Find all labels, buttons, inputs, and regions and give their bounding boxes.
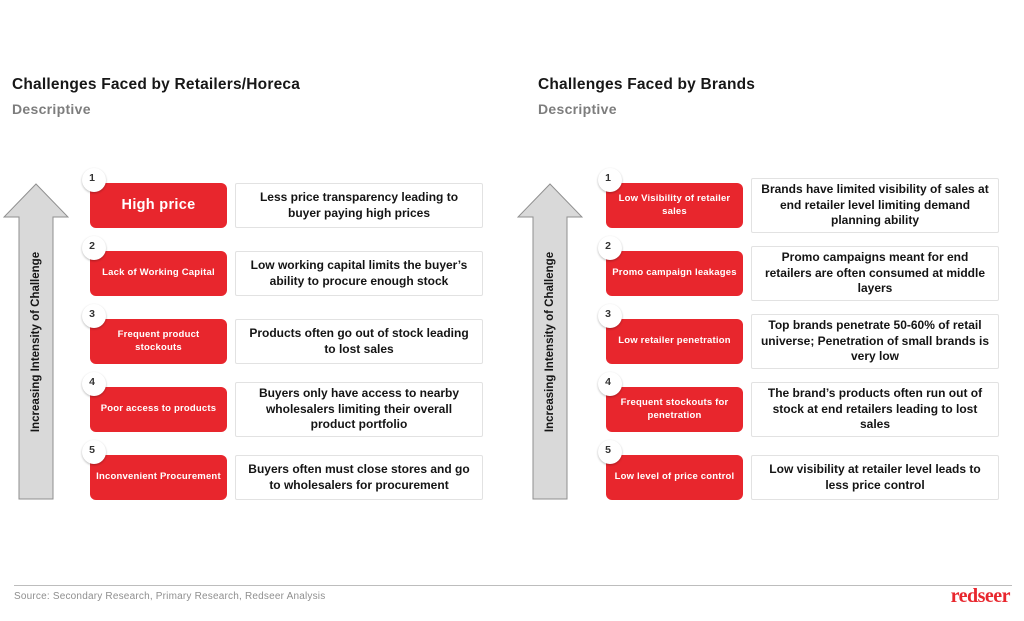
challenge-number-badge: 3 — [598, 304, 622, 328]
footer-divider — [14, 585, 1012, 586]
challenge-row: 4 Poor access to products Buyers only ha… — [82, 372, 490, 437]
panel-subtitle: Descriptive — [12, 100, 91, 117]
challenge-number-badge: 5 — [598, 440, 622, 464]
challenge-label: Promo campaign leakages — [612, 267, 737, 279]
challenge-row: 1 Low Visibility of retailer sales Brand… — [598, 168, 1006, 233]
redseer-logo: redseer — [950, 585, 1011, 607]
challenge-description-text: Promo campaigns meant for end retailers … — [764, 250, 986, 296]
challenge-box: 2 Lack of Working Capital — [82, 236, 227, 296]
challenge-label: Inconvenient Procurement — [96, 471, 221, 483]
challenge-number-badge: 4 — [82, 372, 106, 396]
challenge-description-box: Buyers often must close stores and go to… — [235, 455, 483, 500]
challenge-description-box: Buyers only have access to nearby wholes… — [235, 382, 483, 437]
challenge-row: 5 Inconvenient Procurement Buyers often … — [82, 440, 490, 500]
challenge-description-text: Buyers only have access to nearby wholes… — [258, 386, 460, 432]
panel-title: Challenges Faced by Retailers/Horeca — [12, 76, 301, 94]
challenge-panel: Challenges Faced by Retailers/Horeca Des… — [0, 0, 512, 560]
panel-title: Challenges Faced by Brands — [538, 76, 756, 94]
challenge-number-badge: 3 — [82, 304, 106, 328]
challenge-box: 4 Frequent stockouts for penetration — [598, 372, 743, 432]
challenge-label: Low level of price control — [614, 471, 735, 483]
challenge-box: 5 Inconvenient Procurement — [82, 440, 227, 500]
up-arrow-icon — [3, 183, 69, 500]
challenge-row: 1 High price Less price transparency lea… — [82, 168, 490, 228]
challenge-label: Lack of Working Capital — [102, 267, 215, 279]
up-arrow-icon — [517, 183, 583, 500]
challenge-number: 3 — [89, 308, 95, 320]
challenge-label: Frequent product stockouts — [117, 329, 200, 353]
challenge-label: High price — [121, 197, 196, 214]
challenge-box: 3 Low retailer penetration — [598, 304, 743, 364]
challenge-number-badge: 1 — [82, 168, 106, 192]
challenge-description-text: Products often go out of stock leading t… — [249, 326, 469, 356]
challenge-description-text: Low visibility at retailer level leads t… — [769, 462, 981, 492]
challenge-box: 1 Low Visibility of retailer sales — [598, 168, 743, 228]
challenge-box: 2 Promo campaign leakages — [598, 236, 743, 296]
challenge-description-box: Brands have limited visibility of sales … — [751, 178, 999, 233]
challenge-row: 5 Low level of price control Low visibil… — [598, 440, 1006, 500]
challenge-label: Low retailer penetration — [618, 335, 731, 347]
challenge-number: 2 — [89, 240, 95, 252]
challenge-number: 4 — [605, 376, 611, 388]
panel-subtitle: Descriptive — [538, 100, 617, 117]
challenge-description-box: Promo campaigns meant for end retailers … — [751, 246, 999, 301]
source-note: Source: Secondary Research, Primary Rese… — [14, 591, 326, 602]
challenge-label: Poor access to products — [100, 403, 217, 415]
challenge-number-badge: 1 — [598, 168, 622, 192]
challenge-box: 1 High price — [82, 168, 227, 228]
challenge-description-text: Low working capital limits the buyer’s a… — [250, 258, 468, 288]
challenge-description-box: The brand’s products often run out of st… — [751, 382, 999, 437]
intensity-arrow: Increasing Intensity of Challenge — [517, 183, 583, 500]
challenge-box: 4 Poor access to products — [82, 372, 227, 432]
challenge-number: 3 — [605, 308, 611, 320]
challenge-number: 2 — [605, 240, 611, 252]
challenge-description-text: Buyers often must close stores and go to… — [248, 462, 470, 492]
challenge-number: 5 — [605, 444, 611, 456]
arrow-label: Increasing Intensity of Challenge — [30, 251, 42, 432]
challenge-number: 1 — [89, 172, 95, 184]
challenge-box: 3 Frequent product stockouts — [82, 304, 227, 364]
challenge-panel: Challenges Faced by Brands Descriptive I… — [512, 0, 1024, 560]
challenge-description-box: Low working capital limits the buyer’s a… — [235, 251, 483, 296]
challenge-rows: 1 Low Visibility of retailer sales Brand… — [598, 168, 1006, 500]
challenge-description-box: Top brands penetrate 50-60% of retail un… — [751, 314, 999, 369]
challenge-row: 4 Frequent stockouts for penetration The… — [598, 372, 1006, 437]
challenge-number-badge: 2 — [598, 236, 622, 260]
challenge-number-badge: 4 — [598, 372, 622, 396]
challenge-number: 5 — [89, 444, 95, 456]
challenge-description-text: The brand’s products often run out of st… — [767, 386, 983, 432]
challenge-row: 3 Low retailer penetration Top brands pe… — [598, 304, 1006, 369]
challenge-label: Frequent stockouts for penetration — [620, 397, 729, 421]
challenge-description-text: Brands have limited visibility of sales … — [761, 182, 989, 228]
challenge-description-text: Top brands penetrate 50-60% of retail un… — [760, 318, 990, 364]
challenge-number: 4 — [89, 376, 95, 388]
challenge-rows: 1 High price Less price transparency lea… — [82, 168, 490, 500]
challenge-description-box: Products often go out of stock leading t… — [235, 319, 483, 364]
challenge-row: 2 Lack of Working Capital Low working ca… — [82, 236, 490, 296]
challenge-description-box: Less price transparency leading to buyer… — [235, 183, 483, 228]
challenge-description-text: Less price transparency leading to buyer… — [259, 190, 459, 220]
challenge-row: 3 Frequent product stockouts Products of… — [82, 304, 490, 364]
intensity-arrow: Increasing Intensity of Challenge — [3, 183, 69, 500]
arrow-label: Increasing Intensity of Challenge — [544, 251, 556, 432]
challenge-number-badge: 5 — [82, 440, 106, 464]
challenge-label: Low Visibility of retailer sales — [618, 193, 731, 217]
challenge-number: 1 — [605, 172, 611, 184]
challenge-number-badge: 2 — [82, 236, 106, 260]
challenge-box: 5 Low level of price control — [598, 440, 743, 500]
challenge-description-box: Low visibility at retailer level leads t… — [751, 455, 999, 500]
challenge-row: 2 Promo campaign leakages Promo campaign… — [598, 236, 1006, 301]
